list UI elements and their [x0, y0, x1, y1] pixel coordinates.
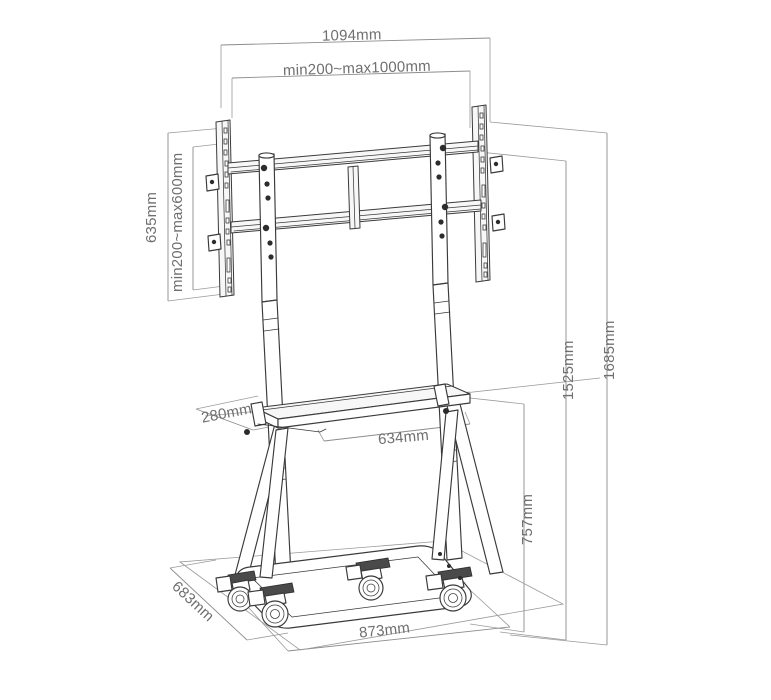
knob-left-lower [262, 224, 270, 232]
mount-rail-left [205, 119, 235, 298]
base-fastener-2 [447, 564, 451, 568]
base-ground-plane [178, 540, 565, 651]
dimension-lines-group [167, 37, 608, 652]
rail-right-bracket-upper [489, 155, 504, 174]
dim-1094 [220, 37, 491, 122]
rail-left-bracket-upper [205, 173, 220, 192]
dim-label-1094: 1094mm [321, 26, 382, 45]
column-top-right [429, 132, 449, 286]
center-connector-plate [347, 165, 361, 230]
dim-683 [169, 559, 289, 641]
caster-front-left [215, 570, 257, 612]
tv-mount-assembly [205, 104, 506, 303]
shelf-bracket-right [433, 383, 450, 414]
leg-back-left [259, 427, 289, 579]
dim-873 [247, 589, 511, 652]
rail-right-perforations [479, 112, 488, 278]
rail-right-bracket-lower [491, 213, 506, 232]
knob-right-lower [441, 203, 449, 211]
dim-label-mount-height-range: min200~max600mm [169, 152, 186, 292]
knob-right-upper [439, 144, 447, 152]
frame-structure [230, 282, 504, 629]
dim-label-635: 635mm [143, 191, 160, 243]
base-fastener-3 [458, 576, 462, 580]
accessory-shelf [244, 383, 471, 435]
shelf-bracket-left [244, 401, 267, 435]
base-fastener-1 [438, 552, 442, 556]
dim-mount-width-range [231, 70, 471, 128]
leg-back-right [431, 409, 459, 561]
dim-label-757: 757mm [519, 493, 536, 545]
knob-left-upper [260, 164, 268, 172]
rail-left-perforations [223, 127, 232, 293]
mount-rail-right [471, 104, 506, 283]
column-left-main [261, 299, 284, 421]
dim-1685 [489, 121, 608, 646]
rail-left-bracket-lower [207, 233, 222, 252]
caster-front-center [247, 582, 295, 628]
dim-label-1525: 1525mm [560, 340, 577, 400]
dim-label-1685: 1685mm [601, 320, 618, 380]
caster-front-right [425, 566, 473, 612]
caster-back-center [345, 557, 391, 601]
